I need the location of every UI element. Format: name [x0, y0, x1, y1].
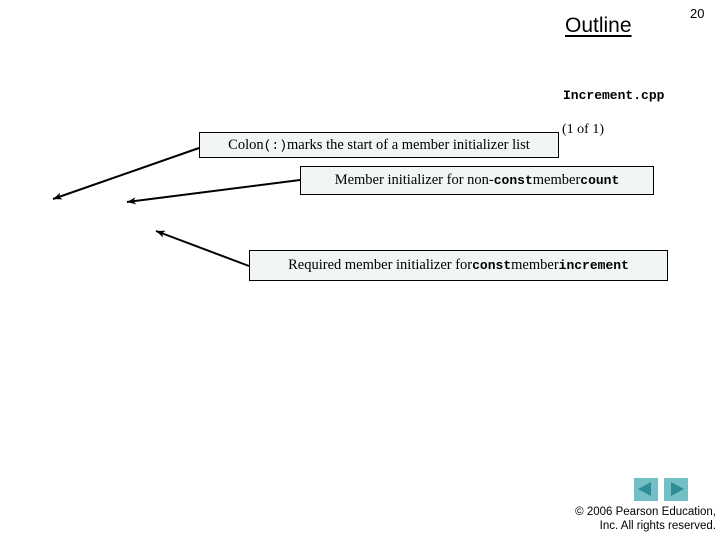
triangle-right-icon: [671, 482, 684, 496]
callout-member-initializer-count: Member initializer for non-const member …: [300, 166, 654, 195]
callout-1-text-a: Colon: [228, 136, 264, 153]
callout-3-code-const: const: [472, 258, 512, 273]
slide-number: 20: [690, 6, 705, 21]
arrow-to-callout-1: [52, 147, 200, 200]
triangle-left-icon: [638, 482, 651, 496]
callout-3-text-a: Required member initializer for: [288, 257, 473, 274]
callout-2-code-const: const: [493, 173, 533, 188]
callout-1-text-b: marks the start of a member initializer …: [287, 136, 530, 153]
callout-1-code-colon: (:): [263, 137, 288, 153]
copyright-line-2: Inc. All rights reserved.: [599, 520, 716, 532]
callout-2-text-a: Member initializer for non-: [334, 172, 494, 189]
arrow-to-callout-2: [126, 179, 301, 205]
page-title: Outline: [565, 14, 632, 37]
callout-required-initializer-increment: Required member initializer for const me…: [249, 250, 668, 281]
copyright-notice: © 2006 Pearson Education, Inc. All right…: [430, 505, 716, 533]
next-slide-button[interactable]: [664, 478, 688, 501]
source-file-name: Increment.cpp: [563, 88, 665, 103]
arrow-to-callout-3: [155, 230, 250, 267]
previous-slide-button[interactable]: [634, 478, 658, 501]
callout-3-code-increment: increment: [558, 258, 629, 273]
callout-colon-initializer-list: Colon (:) marks the start of a member in…: [199, 132, 559, 158]
copyright-line-1: © 2006 Pearson Education,: [575, 506, 716, 518]
callout-2-code-count: count: [580, 173, 620, 188]
callout-2-text-b: member: [532, 172, 581, 189]
source-file-page-indicator: (1 of 1): [562, 122, 604, 137]
callout-3-text-b: member: [511, 257, 559, 274]
